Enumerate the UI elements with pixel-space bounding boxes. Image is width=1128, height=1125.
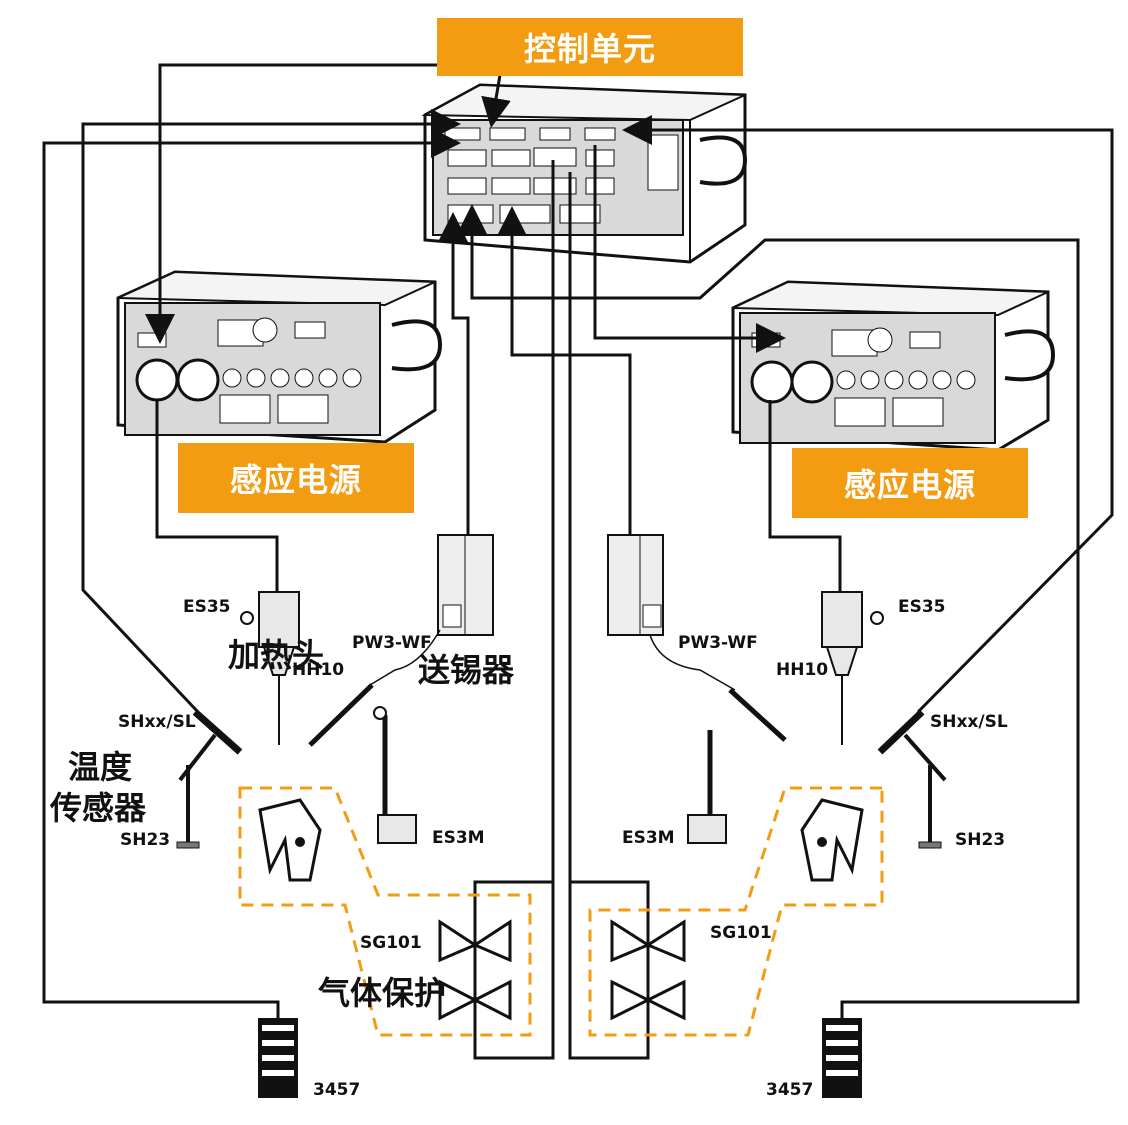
right-temp-sensor [877,709,947,849]
line-left-pedal [42,128,461,1018]
temp-sensor-label-1: 温度 [68,748,133,786]
left-hh10-label: HH10 [292,660,345,680]
solder-feeder-label: 送锡器 [418,651,515,689]
right-pw3wf-label: PW3-WF [678,633,758,653]
power-supply-right-label: 感应电源 [792,448,1028,518]
left-wire-feeder [369,534,494,686]
right-pedal [822,1018,862,1098]
power-supply-right-device [731,280,1056,452]
left-pw3wf-label: PW3-WF [352,633,432,653]
left-es3m-label: ES3M [432,828,485,848]
gas-protection-label: 气体保护 [318,974,447,1012]
temp-sensor-label-2: 传感器 [50,789,147,827]
power-supply-left-device [116,270,443,444]
left-es35-label: ES35 [183,597,231,617]
control-unit-label: 控制单元 [437,18,743,76]
right-wire-feeder [607,534,736,691]
left-heating-head [240,591,300,745]
right-solder-arm [687,688,787,844]
heating-head-label: 加热头 [228,636,325,674]
left-temp-sensor [176,709,243,849]
left-fixture [258,798,322,882]
right-pedal-label: 3457 [766,1080,814,1100]
power-supply-left-label: 感应电源 [178,443,414,513]
gas-zone-left [238,786,532,1037]
connection-lines [42,63,1114,1060]
right-gas-valves [610,919,686,1021]
line-cu-top [481,74,511,128]
line-right-ps-to-head [768,400,842,592]
line-right-pedal [457,204,1080,1018]
right-sg101-label: SG101 [710,923,772,943]
left-shxx-label: SHxx/SL [118,712,196,732]
line-left-feeder [438,212,470,535]
right-fixture [800,798,864,882]
right-sh23-label: SH23 [955,830,1006,850]
left-solder-arm [308,683,417,844]
gas-zone-right [588,786,884,1037]
right-es35-label: ES35 [898,597,946,617]
right-heating-head [821,591,884,745]
left-sg101-label: SG101 [360,933,422,953]
line-cu-to-left-ps [145,63,437,344]
left-pedal [258,1018,298,1098]
line-gas-left [473,160,555,1060]
line-left-sensor [81,109,461,714]
line-gas-right [568,172,650,1060]
right-hh10-label: HH10 [776,660,829,680]
left-gas-valves [438,919,512,1021]
line-cu-to-right-ps [593,145,786,353]
line-left-ps-to-head [155,400,279,592]
left-sh23-label: SH23 [120,830,171,850]
right-es3m-label: ES3M [622,828,675,848]
line-right-sensor [622,115,1114,714]
left-pedal-label: 3457 [313,1080,361,1100]
right-shxx-label: SHxx/SL [930,712,1008,732]
